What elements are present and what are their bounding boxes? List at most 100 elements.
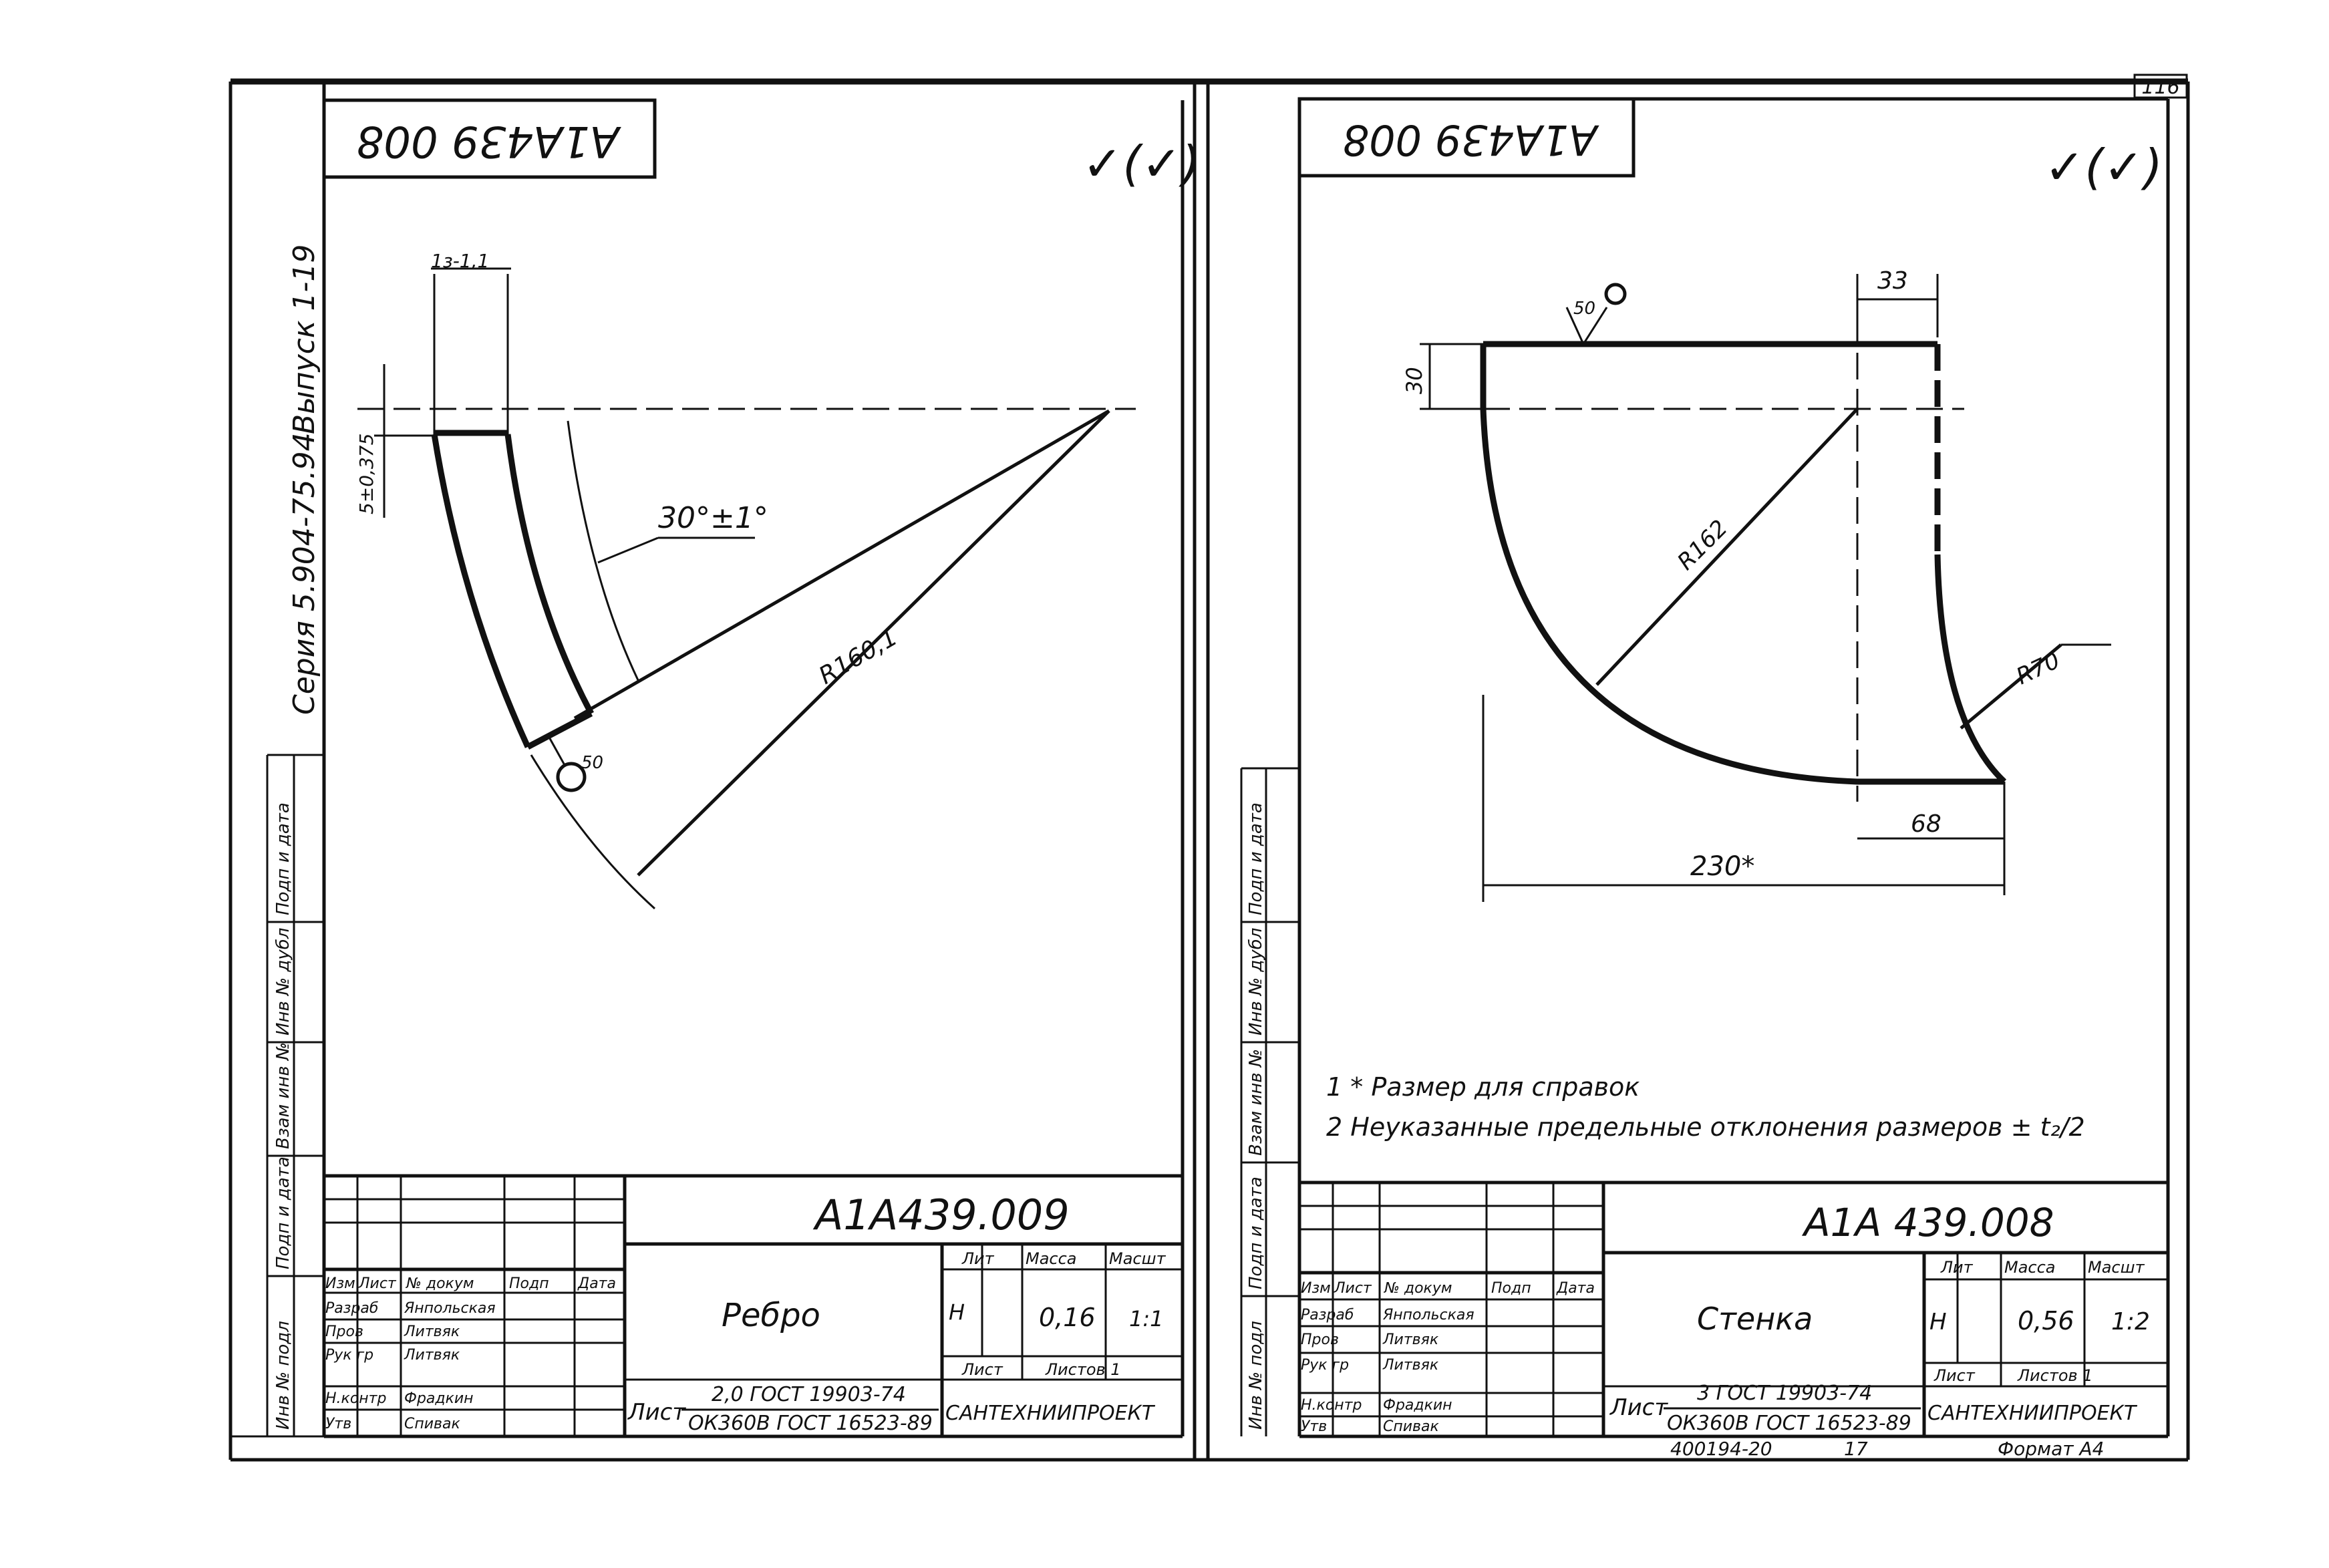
left-issue-text: Выпуск 1-19: [287, 245, 321, 434]
right-dim-overall: 230*: [1690, 851, 1754, 882]
left-col-sign: Подп: [509, 1275, 549, 1292]
right-side-label-4: Инв № дубл: [1246, 928, 1266, 1036]
right-role-5: Утв: [1301, 1418, 1327, 1435]
left-col-doc: № докум: [406, 1275, 474, 1292]
left-org: САНТЕХНИИПРОЕКТ: [945, 1402, 1156, 1425]
left-material-line2: ОК360В ГОСТ 16523-89: [688, 1412, 933, 1435]
left-sheets-label: Листов 1: [1045, 1360, 1121, 1379]
left-roughness-symbol: ✓(✓): [1082, 136, 1201, 192]
outer-frame: [228, 78, 2190, 1462]
left-role-5: Утв: [325, 1416, 351, 1432]
left-mass-header: Масса: [1026, 1249, 1077, 1268]
sheet-number-box: 116: [2133, 73, 2188, 99]
right-material-line2: ОК360В ГОСТ 16523-89: [1667, 1412, 1911, 1435]
left-dim-radius: R160,1: [814, 623, 902, 690]
left-side-label-3: Взам инв №: [273, 1042, 293, 1149]
right-material-line1: 3 ГОСТ 19903-74: [1697, 1382, 1872, 1405]
right-dim-height-top: 30: [1402, 367, 1427, 394]
left-stamp-box: А1А439 008: [322, 98, 657, 179]
left-name-3: Литвяк: [404, 1347, 460, 1364]
right-scale-header: Масшт: [2088, 1258, 2145, 1277]
left-lit-value: Н: [949, 1299, 965, 1325]
left-sheet-label: Лист: [961, 1360, 1003, 1379]
left-material-label: Лист: [627, 1399, 686, 1426]
right-footer-num: 17: [1844, 1438, 1868, 1460]
left-scale-header: Масшт: [1109, 1249, 1167, 1268]
right-footer-code: 400194-20: [1670, 1438, 1772, 1460]
left-name-4: Фрадкин: [404, 1390, 474, 1407]
right-lit-header: Лит: [1940, 1258, 1974, 1277]
left-side-label-5: Подп и дата: [273, 802, 293, 915]
left-role-3: Рук гр: [325, 1347, 373, 1364]
left-dim-weld: 50: [581, 753, 603, 773]
right-side-strip: Инв № подл Подп и дата Взам инв № Инв № …: [1240, 767, 1299, 1436]
right-stamp-box: А1А439 008: [1297, 97, 1636, 178]
right-footer: 400194-20 17 Формат А4: [1670, 1438, 2104, 1460]
left-dim-offset: 5±0,375: [355, 434, 377, 514]
left-dim-thickness: 1з-1,1: [431, 250, 489, 272]
right-side-label-2: Подп и дата: [1246, 1177, 1266, 1289]
right-role-3: Рук гр: [1301, 1357, 1349, 1374]
sheet-number: 116: [2141, 75, 2179, 99]
right-org: САНТЕХНИИПРОЕКТ: [1927, 1402, 2138, 1425]
left-sheet: А1А439 008 ✓(✓) Серия 5.904-75.94 Выпуск…: [230, 82, 1201, 1438]
left-scale-value: 1:1: [1129, 1306, 1164, 1331]
left-dim-angle: 30°±1°: [658, 501, 768, 535]
right-doc-code: А1А 439.008: [1801, 1200, 2054, 1245]
left-role-1: Разраб: [325, 1300, 378, 1317]
right-col-date: Дата: [1556, 1280, 1595, 1297]
right-dim-radius-small: R70: [2012, 647, 2064, 691]
right-mass-value: 0,56: [2018, 1306, 2074, 1336]
right-name-3: Литвяк: [1382, 1357, 1439, 1374]
right-scale-value: 1:2: [2111, 1308, 2150, 1336]
right-dim-weld: 50: [1573, 299, 1595, 319]
right-mass-header: Масса: [2004, 1258, 2056, 1277]
right-sheets-label: Листов 1: [2017, 1366, 2093, 1385]
right-sheet-label: Лист: [1933, 1366, 1976, 1385]
right-dim-width-top: 33: [1877, 267, 1908, 295]
left-side-label-1: Инв № подл: [273, 1321, 293, 1430]
left-side-label-4: Инв № дубл: [273, 928, 293, 1036]
left-mass-value: 0,16: [1039, 1303, 1096, 1332]
left-col-list: Лист: [358, 1275, 397, 1292]
left-col-date: Дата: [577, 1275, 616, 1292]
right-role-4: Н.контр: [1301, 1397, 1362, 1414]
right-dim-radius-big: R162: [1672, 514, 1733, 575]
right-col-sign: Подп: [1491, 1280, 1531, 1297]
right-material-label: Лист: [1609, 1394, 1668, 1421]
right-note-1: 1 * Размер для справок: [1326, 1072, 1640, 1102]
right-note-2: 2 Неуказанные предельные отклонения разм…: [1326, 1112, 2085, 1142]
right-role-1: Разраб: [1301, 1307, 1354, 1323]
right-name-2: Литвяк: [1382, 1331, 1439, 1348]
left-role-2: Пров: [325, 1323, 363, 1340]
right-col-izm: Изм: [1301, 1280, 1331, 1297]
right-col-list: Лист: [1334, 1280, 1372, 1297]
right-sheet: А1А439 008 ✓(✓) Инв № подл Подп и дата В…: [1240, 97, 2170, 1460]
right-side-label-1: Инв № подл: [1246, 1321, 1266, 1430]
left-material-line1: 2,0 ГОСТ 19903-74: [712, 1383, 906, 1406]
right-format: Формат А4: [1998, 1438, 2104, 1460]
left-col-izm: Изм: [325, 1275, 355, 1292]
left-name-1: Янпольская: [404, 1300, 496, 1317]
left-doc-code: А1А439.009: [812, 1191, 1070, 1239]
right-name-5: Спивак: [1383, 1418, 1439, 1435]
right-col-doc: № докум: [1384, 1280, 1452, 1297]
left-series-text: Серия 5.904-75.94: [287, 432, 321, 715]
right-name-4: Фрадкин: [1383, 1397, 1452, 1414]
right-part-name: Стенка: [1697, 1301, 1813, 1337]
left-part-drawing: 1з-1,1 5±0,375 30°±1° R160,1 50: [355, 250, 1136, 910]
right-roughness-symbol: ✓(✓): [2044, 139, 2163, 195]
right-side-label-3: Взам инв №: [1246, 1049, 1266, 1156]
left-part-name: Ребро: [722, 1297, 820, 1334]
right-title-block: Изм Лист № докум Подп Дата Разраб Янполь…: [1299, 1181, 2168, 1436]
right-notes: 1 * Размер для справок 2 Неуказанные пре…: [1326, 1072, 2085, 1142]
left-lit-header: Лит: [961, 1249, 995, 1268]
left-name-2: Литвяк: [404, 1323, 460, 1340]
right-lit-value: Н: [1929, 1309, 1947, 1336]
left-title-block: Изм Лист № докум Подп Дата Разраб Янполь…: [324, 1174, 1183, 1436]
right-side-label-5: Подп и дата: [1246, 802, 1266, 915]
left-stamp-code: А1А439 008: [357, 116, 622, 166]
right-stamp-code: А1А439 008: [1343, 116, 1600, 164]
left-side-strip: Инв № подл Подп и дата Взам инв № Инв № …: [230, 754, 324, 1438]
